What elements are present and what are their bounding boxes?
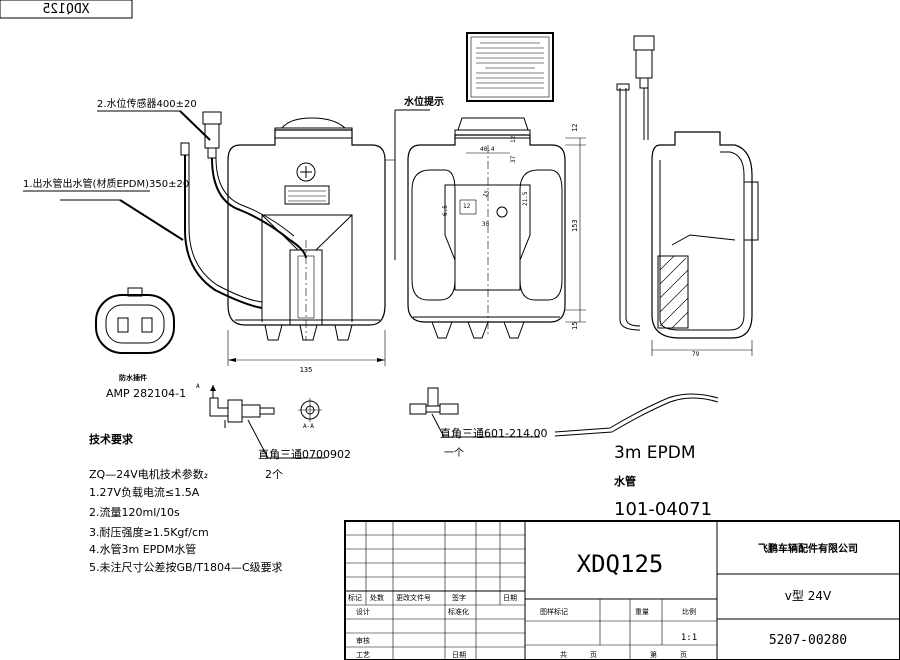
nozzle-detail-a	[209, 385, 325, 459]
rev-header-doc: 更改文件号	[396, 593, 431, 602]
sheet-total: 共	[560, 650, 567, 659]
callout-wire-harness: 2.水位传感器400±20	[97, 97, 197, 110]
dim-21-5: 21.5	[522, 191, 529, 206]
tech-req-item-0: ZQ—24V电机技术参数₂	[89, 467, 208, 481]
callout-water-level: 水位提示	[403, 95, 444, 108]
sign-process: 工艺	[356, 651, 370, 659]
mirrored-stamp: XDQ125	[0, 0, 133, 19]
rev-header-date: 日期	[503, 594, 517, 602]
hose-spec: 3m EPDM	[614, 443, 696, 463]
tech-req-item-2: 2.流量120ml/10s	[89, 505, 180, 519]
dim-135: 135	[300, 366, 313, 374]
connector-part-no: AMP 282104-1	[106, 387, 186, 400]
dim-40-4: 40.4	[480, 146, 495, 153]
dim-6-5: 6.5	[442, 205, 449, 216]
dim-153: 153	[571, 219, 579, 232]
rev-header-qty: 处数	[370, 593, 384, 602]
callout-outlet-pipe: 1.出水管出水管(材质EPDM)350±20	[23, 177, 189, 190]
hatch-pattern	[659, 255, 689, 329]
dim-37: 37	[510, 155, 517, 163]
dim-12-top: 12	[571, 124, 579, 132]
part-number: 5207-00280	[769, 633, 847, 648]
dim-12-small: 12	[463, 203, 471, 210]
title-block	[344, 520, 900, 660]
hose-name: 水管	[614, 474, 636, 488]
rear-view: 12 153 15 40.4 12 37 6.5 12 15 30 21.5	[407, 117, 586, 339]
dim-15-small: 15	[482, 189, 492, 199]
connector-detail	[95, 287, 175, 354]
scale-label: 比例	[682, 607, 696, 616]
hose-detail	[554, 393, 719, 437]
tech-req-title: 技术要求	[89, 432, 134, 446]
sign-standard: 标准化	[448, 607, 469, 616]
scale-value: 1:1	[681, 633, 697, 643]
label-plate	[466, 32, 554, 102]
side-section-view: 79	[616, 35, 759, 358]
tee-detail	[409, 387, 540, 438]
model: v型 24V	[785, 589, 832, 603]
sign-date: 日期	[452, 651, 466, 659]
dim-12-right: 12	[510, 135, 517, 143]
rev-header-mark: 标记	[348, 593, 362, 602]
sign-design: 设计	[356, 607, 370, 616]
rev-header-sign: 签字	[452, 593, 466, 602]
connector-code: 直角三通0700902	[258, 447, 351, 461]
callout-leaders	[23, 109, 430, 260]
tee-code: 直角三通601-214.00	[440, 426, 547, 440]
tech-req-item-1: 1.27V负载电流≤1.5A	[89, 485, 200, 499]
section-aa-label: A-A	[303, 423, 314, 430]
dim-79: 79	[692, 351, 700, 358]
drawing-number: XDQ125	[577, 550, 664, 578]
connector-qty: 2个	[265, 468, 283, 481]
connector-name: 防水插件	[119, 373, 147, 382]
front-view: 135	[180, 111, 395, 374]
section-a-label: A	[196, 383, 200, 390]
tech-req-item-5: 5.未注尺寸公差按GB/T1804—C级要求	[89, 560, 283, 574]
hose-part-no: 101-04071	[614, 499, 712, 520]
sign-check: 审核	[356, 636, 370, 645]
weight-label: 重量	[635, 608, 649, 616]
company-name: 飞鹏车辆配件有限公司	[758, 542, 858, 555]
dim-30: 30	[482, 221, 490, 228]
stage-label: 图样标记	[540, 607, 568, 616]
stamp-text: XDQ125	[43, 2, 90, 17]
sheet-page: 页	[590, 651, 597, 659]
sheet-page-2: 页	[680, 651, 687, 659]
tech-req-item-4: 4.水管3m EPDM水管	[89, 542, 196, 556]
tee-qty: 一个	[444, 447, 464, 459]
sheet-no: 第	[650, 650, 657, 659]
tech-req-item-3: 3.耐压强度≥1.5Kgf/cm	[89, 525, 209, 539]
dim-15: 15	[571, 322, 579, 330]
